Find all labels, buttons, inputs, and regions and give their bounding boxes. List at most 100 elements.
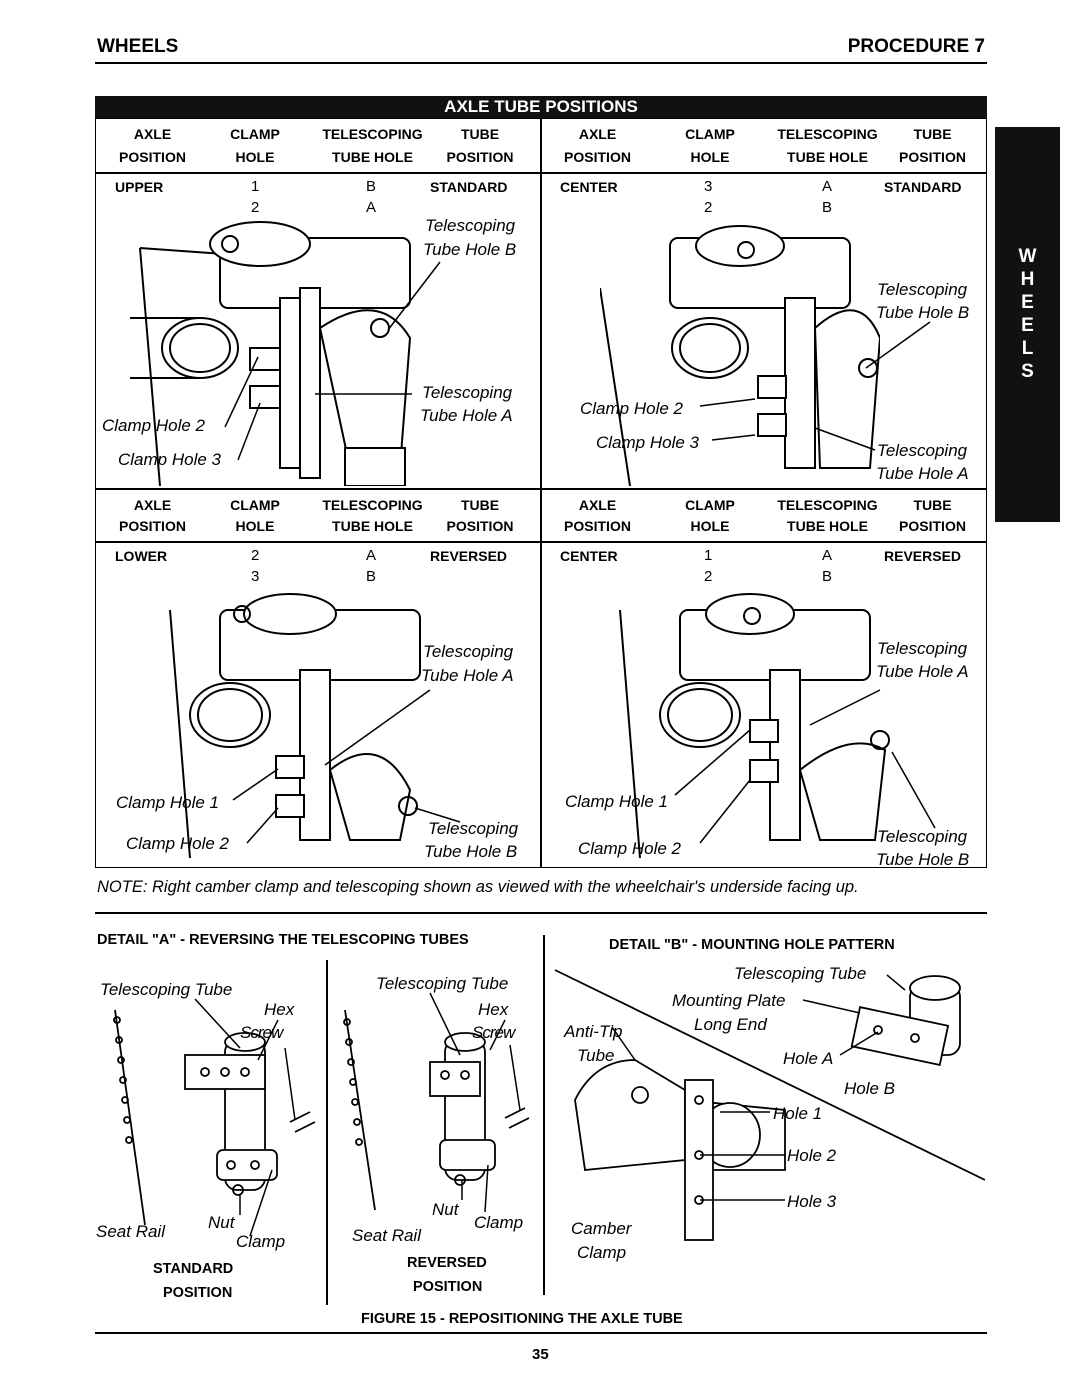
label-seat-rail: Seat Rail <box>352 1226 421 1245</box>
label-hole-b: Hole B <box>844 1079 896 1098</box>
col-header: TUBE HOLE <box>332 149 413 165</box>
table-divider <box>540 118 542 868</box>
side-tab-letter: E <box>1021 292 1034 313</box>
col-header: AXLE <box>578 126 617 142</box>
tube-position: REVERSED <box>430 548 508 564</box>
label-camber-clamp: Clamp <box>577 1243 627 1262</box>
label-tube-hole: Tube Hole A <box>421 666 514 685</box>
label-telescoping: Telescoping <box>877 441 968 460</box>
col-header: TUBE <box>460 497 500 513</box>
label-telescoping: Telescoping <box>423 642 514 661</box>
illustration-reversed-position <box>343 1009 530 1211</box>
tele-hole: A <box>822 178 833 195</box>
row-divider <box>95 172 987 174</box>
col-header: TELESCOPING <box>777 126 878 142</box>
illustration-lower <box>169 593 421 858</box>
caption-position: POSITION <box>413 1279 483 1295</box>
footer-rule <box>95 1332 987 1334</box>
label-clamp-hole: Clamp Hole 3 <box>596 433 699 452</box>
label-tube-hole: Tube Hole A <box>876 464 969 483</box>
illustration-upper <box>130 221 412 486</box>
col-header: POSITION <box>119 518 186 534</box>
col-header: AXLE <box>133 126 172 142</box>
tele-hole: B <box>366 178 377 195</box>
label-telescoping: Telescoping <box>422 383 513 402</box>
row-divider <box>95 488 987 490</box>
col-header: HOLE <box>690 518 730 534</box>
label-camber: Camber <box>571 1219 632 1238</box>
row-divider <box>95 541 987 543</box>
axle-position: UPPER <box>115 179 164 195</box>
col-header: HOLE <box>235 518 275 534</box>
label-hole-1: Hole 1 <box>773 1104 823 1123</box>
side-tab-letter: H <box>1020 269 1035 290</box>
label-hole-2: Hole 2 <box>787 1146 837 1165</box>
col-header: TUBE <box>913 497 952 513</box>
detail-a-divider <box>326 960 328 1305</box>
label-tube-hole: Tube Hole A <box>420 406 513 425</box>
tele-hole: A <box>366 547 377 564</box>
col-header: CLAMP <box>685 126 735 142</box>
axle-position: CENTER <box>560 179 618 195</box>
header-rule <box>95 62 987 64</box>
label-telescoping-tube: Telescoping Tube <box>734 964 867 983</box>
col-header: HOLE <box>235 149 275 165</box>
label-telescoping: Telescoping <box>877 639 968 658</box>
label-long-end: Long End <box>694 1015 767 1034</box>
clamp-hole: 2 <box>251 199 260 216</box>
label-hex: Hex <box>478 1000 509 1019</box>
clamp-hole: 1 <box>251 178 260 195</box>
label-tube-hole: Tube Hole B <box>424 842 518 861</box>
label-hole-a: Hole A <box>783 1049 834 1068</box>
side-tab-letter: S <box>1021 361 1034 382</box>
caption-position: POSITION <box>163 1285 233 1301</box>
note-text: NOTE: Right camber clamp and telescoping… <box>97 878 859 896</box>
label-telescoping: Telescoping <box>425 216 516 235</box>
clamp-hole: 2 <box>704 568 713 585</box>
col-header: POSITION <box>564 518 631 534</box>
col-header: TUBE HOLE <box>332 518 413 534</box>
col-header: POSITION <box>899 518 966 534</box>
side-tab-letter: L <box>1021 338 1034 359</box>
col-header: TELESCOPING <box>322 126 423 142</box>
label-screw: Screw <box>472 1023 515 1042</box>
clamp-hole: 2 <box>251 547 260 564</box>
detail-b-title: DETAIL "B" - MOUNTING HOLE PATTERN <box>609 937 895 953</box>
caption-reversed: REVERSED <box>407 1255 487 1271</box>
label-telescoping: Telescoping <box>428 819 519 838</box>
col-header: AXLE <box>133 497 172 513</box>
section-title: WHEELS <box>97 36 179 57</box>
col-header: TELESCOPING <box>777 497 878 513</box>
detail-divider <box>543 935 545 1295</box>
label-telescoping-tube: Telescoping Tube <box>376 974 509 993</box>
tele-hole: B <box>822 199 833 216</box>
label-clamp-hole: Clamp Hole 1 <box>565 792 668 811</box>
label-clamp-hole: Clamp Hole 2 <box>578 839 681 858</box>
tele-hole: B <box>822 568 833 585</box>
col-header: CLAMP <box>230 497 280 513</box>
caption-standard: STANDARD <box>153 1261 234 1277</box>
col-header: CLAMP <box>230 126 280 142</box>
clamp-hole: 3 <box>704 178 713 195</box>
detail-a-title: DETAIL "A" - REVERSING THE TELESCOPING T… <box>97 932 469 948</box>
axle-position: CENTER <box>560 548 618 564</box>
illustration-center-standard <box>600 225 880 486</box>
illustration-center-reversed <box>619 593 890 858</box>
label-tube-hole: Tube Hole B <box>423 240 517 259</box>
label-mounting-plate: Mounting Plate <box>672 991 786 1010</box>
illustration-mounting-hole-pattern <box>554 969 985 1241</box>
page-number: 35 <box>532 1346 549 1363</box>
label-nut: Nut <box>208 1213 235 1232</box>
label-clamp-hole: Clamp Hole 1 <box>116 793 219 812</box>
col-header: TUBE <box>913 126 952 142</box>
label-clamp: Clamp <box>236 1232 286 1251</box>
side-tab-letter: W <box>1018 246 1037 267</box>
label-tube-hole: Tube Hole A <box>876 662 969 681</box>
side-tab-wheels: W H E E L S <box>995 127 1060 522</box>
illustration-standard-position <box>113 1009 316 1226</box>
tele-hole: A <box>822 547 833 564</box>
